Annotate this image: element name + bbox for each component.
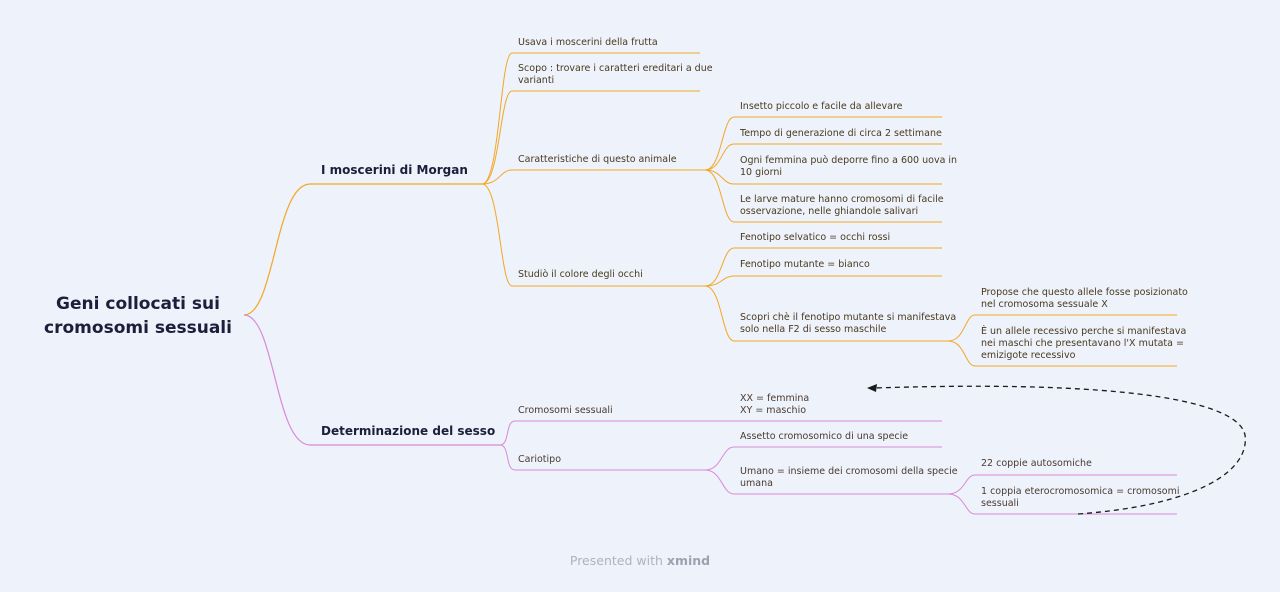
topic-ogni-femmina-line-2: 10 giorni: [740, 167, 782, 178]
relationship-arrow[interactable]: [867, 384, 1246, 515]
presented-with-footer: Presented with xmind: [0, 553, 1280, 568]
topic-cariotipo[interactable]: Cariotipo: [518, 454, 562, 465]
topic-caratteristiche[interactable]: Caratteristiche di questo animale: [518, 154, 677, 165]
root-topic[interactable]: Geni collocati sui cromosomi sessuali: [30, 292, 246, 340]
topic-propose-line-2: nel cromosoma sessuale X: [981, 299, 1108, 310]
topic-ogni-femmina-line-1: Ogni femmina può deporre fino a 600 uova…: [740, 155, 958, 166]
topic-xx-xy[interactable]: XX = femmina XY = maschio: [740, 393, 809, 417]
branch-determinazione-sesso[interactable]: Determinazione del sesso: [321, 424, 496, 438]
topic-fenotipo-mutante[interactable]: Fenotipo mutante = bianco: [740, 259, 870, 270]
sesso-lines: [499, 420, 1177, 515]
footer-prefix: Presented with: [569, 553, 663, 568]
root-to-sesso-line: [243, 314, 500, 446]
topic-umano-line-2: umana: [740, 478, 773, 489]
topic-fenotipo-selvatico[interactable]: Fenotipo selvatico = occhi rossi: [740, 232, 891, 243]
topic-insetto-piccolo[interactable]: Insetto piccolo e facile da allevare: [740, 101, 903, 112]
topic-cromosomi-sessuali[interactable]: Cromosomi sessuali: [518, 405, 613, 416]
topic-larve-mature-line-2: osservazione, nelle ghiandole salivari: [740, 206, 919, 217]
topic-assetto-cromosomico[interactable]: Assetto cromosomico di una specie: [740, 431, 909, 442]
topic-scopo-line-1: Scopo : trovare i caratteri ereditari a …: [518, 63, 713, 74]
topic-umano[interactable]: Umano = insieme dei cromosomi della spec…: [740, 466, 958, 490]
topic-xy-maschio: XY = maschio: [740, 405, 807, 416]
topic-scopri-line-1: Scopri chè il fenotipo mutante si manife…: [740, 312, 957, 323]
root-branch-lines: [243, 183, 500, 446]
topic-scopri[interactable]: Scopri chè il fenotipo mutante si manife…: [740, 312, 956, 336]
topic-allele-recessivo-line-3: emizigote recessivo: [981, 350, 1076, 361]
topic-coppia-eterocromosomica-line-2: sessuali: [981, 498, 1019, 509]
topic-propose-line-1: Propose che questo allele fosse posizion…: [981, 287, 1188, 298]
topic-coppia-eterocromosomica-line-1: 1 coppia eterocromosomica = cromosomi: [981, 486, 1180, 497]
topic-allele-recessivo-line-1: È un allele recessivo perche si manifest…: [981, 326, 1187, 337]
topic-larve-mature-line-1: Le larve mature hanno cromosomi di facil…: [740, 194, 944, 205]
topic-coppie-autosomiche[interactable]: 22 coppie autosomiche: [981, 458, 1092, 469]
topic-xx-femmina: XX = femmina: [740, 393, 810, 404]
topic-scopo[interactable]: Scopo : trovare i caratteri ereditari a …: [518, 63, 713, 87]
topic-moscerini-frutta[interactable]: Usava i moscerini della frutta: [518, 37, 658, 48]
topic-allele-recessivo[interactable]: È un allele recessivo perche si manifest…: [981, 326, 1186, 362]
root-to-morgan-line: [243, 183, 482, 316]
topic-allele-recessivo-line-2: nei maschi che presentavano l'X mutata =: [981, 338, 1184, 349]
morgan-lines: [481, 52, 1177, 367]
topic-tempo-generazione[interactable]: Tempo di generazione di circa 2 settiman…: [740, 128, 942, 139]
topic-larve-mature[interactable]: Le larve mature hanno cromosomi di facil…: [740, 194, 944, 218]
topic-scopri-line-2: solo nella F2 di sesso maschile: [740, 324, 887, 335]
topic-ogni-femmina[interactable]: Ogni femmina può deporre fino a 600 uova…: [740, 155, 957, 179]
topic-scopo-line-2: varianti: [518, 75, 555, 86]
branch-morgan[interactable]: I moscerini di Morgan: [321, 163, 468, 177]
topic-coppia-eterocromosomica[interactable]: 1 coppia eterocromosomica = cromosomi se…: [981, 486, 1180, 510]
xmind-logo: xmind: [666, 553, 711, 568]
topic-colore-occhi[interactable]: Studiò il colore degli occhi: [518, 269, 643, 280]
root-topic-line-2: cromosomi sessuali: [44, 318, 232, 338]
root-topic-line-1: Geni collocati sui: [56, 294, 220, 314]
topic-propose[interactable]: Propose che questo allele fosse posizion…: [981, 287, 1188, 311]
arrow-head-icon: [867, 384, 877, 392]
topic-umano-line-1: Umano = insieme dei cromosomi della spec…: [740, 466, 958, 477]
